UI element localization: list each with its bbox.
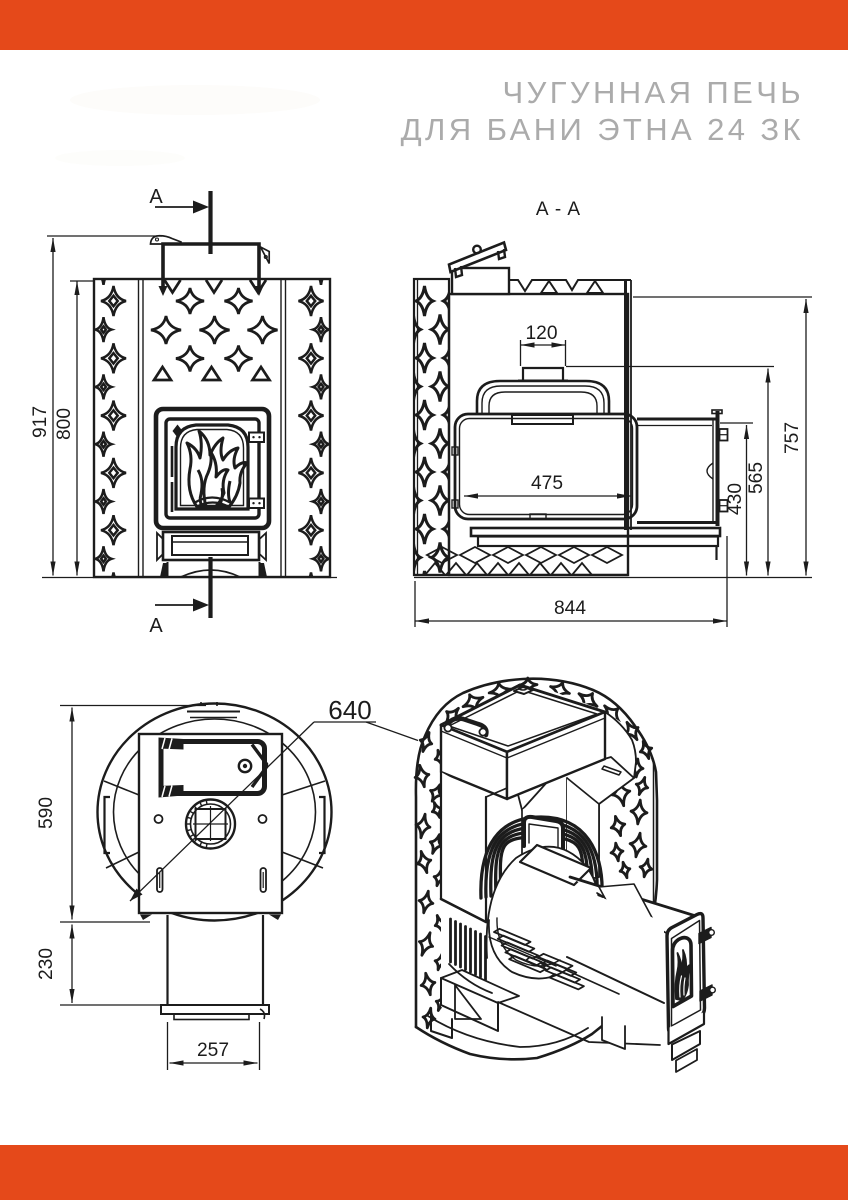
svg-text:590: 590 [36,797,57,829]
svg-text:A - A: A - A [536,199,581,220]
svg-text:917: 917 [30,406,51,438]
svg-text:120: 120 [525,323,557,344]
svg-text:565: 565 [746,462,767,494]
svg-text:A: A [149,615,163,637]
svg-text:A: A [149,186,163,208]
svg-text:230: 230 [36,948,57,980]
svg-text:757: 757 [782,422,803,454]
svg-text:800: 800 [54,408,75,440]
svg-text:430: 430 [725,483,746,515]
svg-text:844: 844 [554,598,586,619]
svg-text:475: 475 [531,473,563,494]
svg-text:257: 257 [197,1040,229,1061]
svg-text:640: 640 [328,695,371,725]
